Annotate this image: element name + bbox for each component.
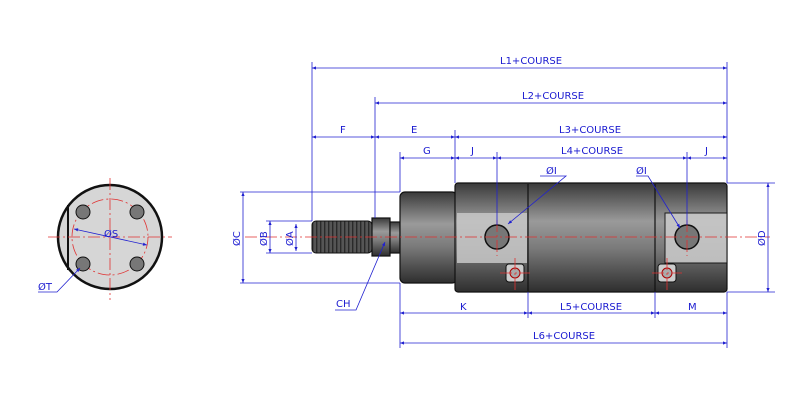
dim-F: F [340, 125, 346, 136]
dim-J-left: J [470, 146, 474, 157]
dim-T: ØT [38, 281, 53, 293]
dim-L3: L3+COURSE [559, 125, 621, 136]
dim-K: K [460, 302, 467, 313]
dim-A: ØA [284, 231, 296, 246]
dim-L2: L2+COURSE [522, 91, 584, 102]
mounting-holes [75, 204, 145, 272]
front-cap [399, 191, 458, 284]
end-view: ØS ØT [38, 178, 172, 300]
dim-L5: L5+COURSE [560, 302, 622, 313]
dim-J-right: J [704, 146, 708, 157]
dim-I-left: ØI [546, 165, 557, 177]
cylinder-body [311, 182, 728, 293]
dim-E: E [411, 125, 417, 136]
dim-C: ØC [231, 231, 243, 246]
dim-L1: L1+COURSE [500, 56, 562, 67]
dim-I-right: ØI [636, 165, 647, 177]
dim-CH: CH [336, 299, 351, 310]
dim-B: ØB [258, 231, 270, 246]
dim-L6: L6+COURSE [533, 331, 595, 342]
dim-G: G [423, 146, 431, 157]
dim-L4: L4+COURSE [561, 146, 623, 157]
dim-D: ØD [756, 230, 768, 246]
dim-S: ØS [104, 228, 118, 240]
dim-M: M [688, 302, 697, 313]
